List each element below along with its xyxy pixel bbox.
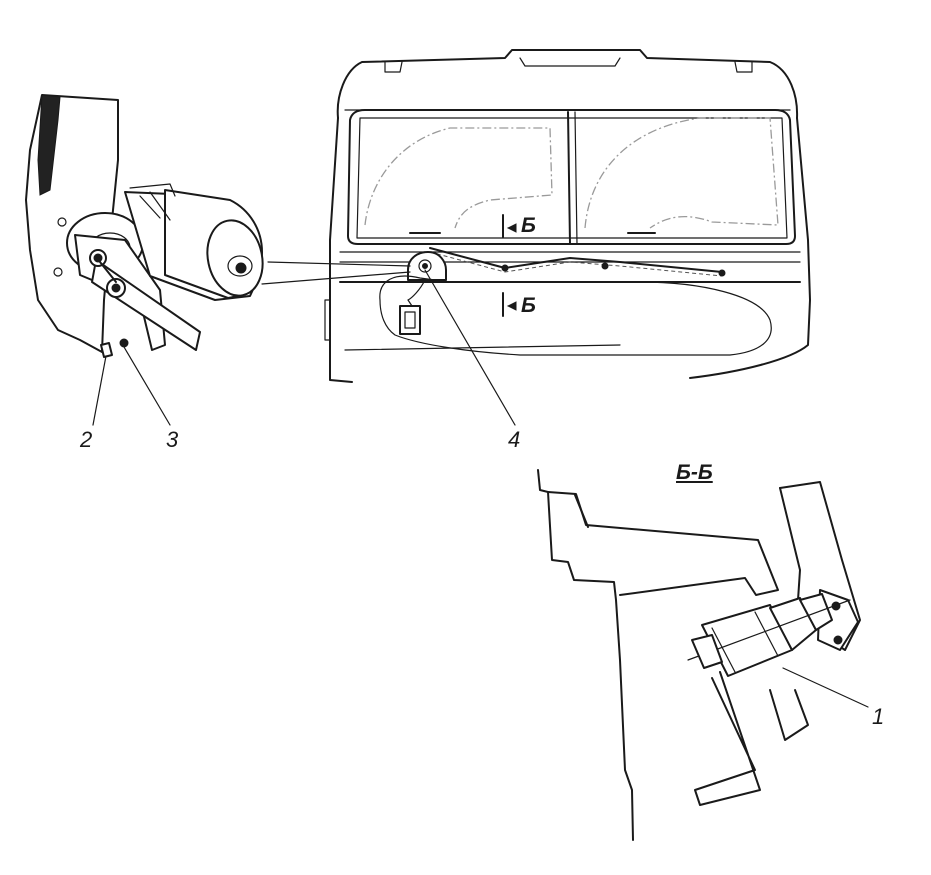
section-mark-lower: Б: [521, 294, 536, 317]
washer-nut: [119, 338, 129, 348]
section-view: [537, 469, 869, 841]
callout-2: 2: [80, 427, 93, 452]
section-mark-upper: Б: [521, 214, 536, 237]
leader-3: [123, 346, 171, 426]
leader-4: [424, 269, 516, 426]
projection-line-upper: [267, 261, 411, 267]
leader-2: [92, 355, 107, 426]
wiper-motor-detail: [25, 94, 264, 358]
bolt: [100, 342, 113, 358]
section-title: Б-Б: [676, 461, 713, 484]
wiper-motor-on-cab: [399, 251, 447, 335]
callout-1: 1: [872, 704, 885, 729]
projection-line-lower: [261, 271, 411, 285]
cab-front-view: [324, 49, 811, 383]
callout-3: 3: [166, 427, 179, 452]
callout-4: 4: [508, 427, 521, 452]
